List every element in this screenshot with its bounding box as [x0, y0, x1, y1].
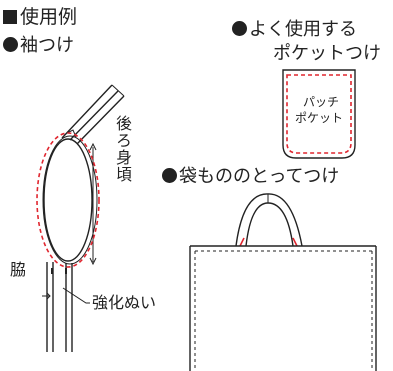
pocket-label-2: ポケット: [295, 111, 344, 125]
reinforce-label: 強化ぬい: [92, 293, 157, 312]
back-body-label: 後ろ身頃: [113, 115, 132, 183]
bullet-icon: [3, 37, 18, 52]
bag-title: 袋もののとってつけ: [162, 168, 339, 186]
sleeve-stitch-line: [36, 132, 100, 268]
pocket-title-2: ポケットつけ: [273, 43, 381, 64]
pocket-title-text-1: よく使用する: [249, 19, 357, 40]
pocket-title-1: よく使用する: [232, 21, 357, 39]
bullet-icon: [162, 168, 177, 183]
bag-title-text: 袋もののとってつけ: [179, 166, 340, 187]
sleeve-title-text: 袖つけ: [20, 35, 74, 56]
side-label: 脇: [10, 260, 27, 279]
bullet-icon: [232, 21, 247, 36]
section-heading: 使用例: [3, 8, 77, 27]
pocket-illustration: [282, 69, 356, 159]
pocket-label-1: パッチ: [303, 95, 340, 109]
square-bullet-icon: [3, 10, 17, 24]
sleeve-title: 袖つけ: [3, 37, 74, 55]
sleeve-illustration: [42, 84, 125, 352]
section-heading-text: 使用例: [20, 6, 78, 28]
bag-illustration: [189, 193, 377, 371]
